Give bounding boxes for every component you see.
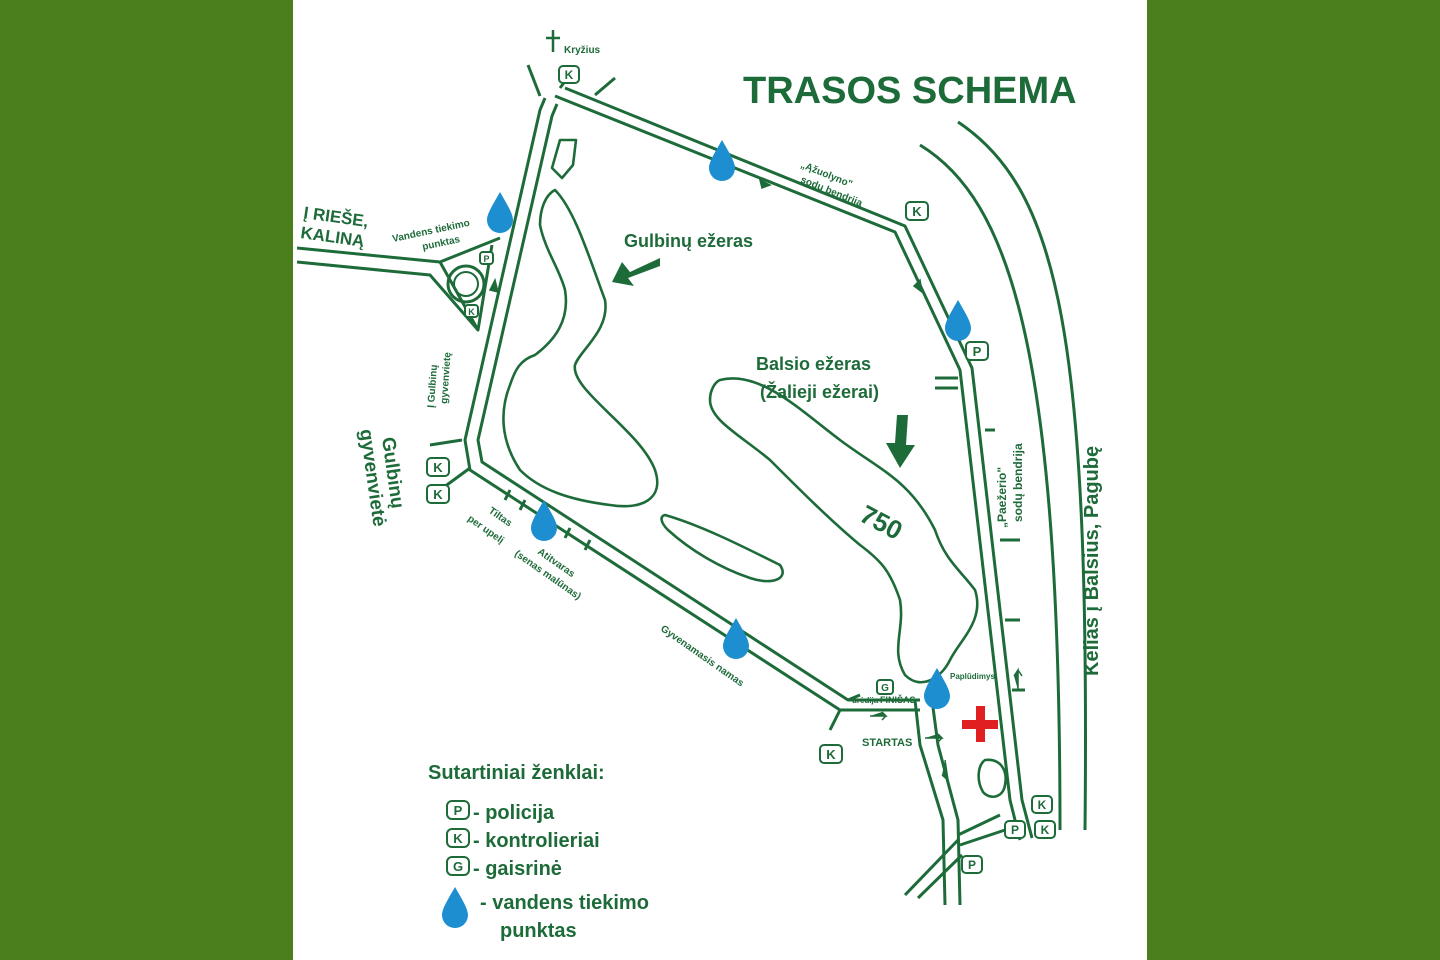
svg-text:K: K <box>468 307 475 317</box>
map-title: TRASOS SCHEMA <box>743 70 1077 112</box>
badge-fire: G <box>876 679 894 695</box>
badges: K P K K P K K G K K P K P <box>426 65 1056 874</box>
first-aid-icon <box>962 706 998 742</box>
legend-water-text-2: punktas <box>500 920 577 942</box>
label-paezerio-1: „Paežerio" <box>995 467 1009 528</box>
legend-police-symbol: P <box>446 800 470 820</box>
legend-fire-text: - gaisrinė <box>473 858 562 880</box>
lake-gulbinu-main <box>502 188 659 508</box>
svg-text:K: K <box>1038 798 1047 812</box>
lake-gulbinu-outline <box>550 138 578 180</box>
svg-text:K: K <box>433 487 443 502</box>
badge-control: K <box>426 484 450 504</box>
roads <box>296 64 1088 906</box>
label-lake-balsio-1: Balsio ežeras <box>756 354 871 374</box>
badge-control: K <box>905 201 929 221</box>
svg-text:K: K <box>1041 823 1050 837</box>
svg-text:P: P <box>968 858 976 872</box>
legend: Sutartiniai ženklai: P - policija K - ko… <box>428 762 649 942</box>
pond <box>977 758 1007 799</box>
label-uredija: urėdija <box>852 696 879 705</box>
svg-text:P: P <box>973 344 982 359</box>
route-arrows <box>488 178 1023 782</box>
svg-text:G: G <box>453 859 463 874</box>
svg-text:K: K <box>826 747 836 762</box>
label-distance: 750 <box>855 499 907 546</box>
legend-title: Sutartiniai ženklai: <box>428 762 605 784</box>
label-lake-balsio-2: (Žalieji ežerai) <box>760 381 879 402</box>
badge-control: K <box>819 744 843 764</box>
cross-icon <box>546 30 560 52</box>
label-lake-gulbinu: Gulbinų ežeras <box>624 231 753 251</box>
arrow-icon <box>612 258 915 468</box>
svg-text:P: P <box>454 803 463 818</box>
svg-text:P: P <box>1011 823 1019 837</box>
svg-text:K: K <box>565 68 574 82</box>
lakes <box>502 138 1007 799</box>
badge-police: P <box>1004 820 1026 839</box>
legend-control-symbol: K <box>446 828 470 848</box>
badge-control: K <box>464 304 479 318</box>
legend-control-text: - kontrolieriai <box>473 830 600 852</box>
legend-water-text-1: - vandens tiekimo <box>480 892 649 914</box>
svg-text:G: G <box>881 683 889 694</box>
badge-police: P <box>961 855 983 874</box>
svg-text:K: K <box>433 460 443 475</box>
label-paezerio-2: sodų bendrija <box>1011 443 1025 522</box>
label-finish: FINIŠAS <box>880 694 916 705</box>
label-cross: Kryžius <box>564 45 601 56</box>
badge-police: P <box>479 251 494 265</box>
label-road-east: Kelias į Balsius, Pagubę <box>1081 446 1103 676</box>
svg-text:K: K <box>912 204 922 219</box>
label-beach: Paplūdimys <box>950 672 995 681</box>
badge-control: K <box>1034 820 1056 839</box>
svg-text:K: K <box>453 831 463 846</box>
roundabout-inner <box>453 271 479 297</box>
roundabout-outer <box>446 264 486 304</box>
legend-police-text: - policija <box>473 802 555 824</box>
lake-balsio <box>708 377 979 684</box>
lake-small <box>660 513 784 583</box>
label-gulbinu-small-2: gyvenvietę <box>439 351 454 404</box>
legend-fire-symbol: G <box>446 856 470 876</box>
label-gulbinu-small-1: Į Gulbinų <box>426 364 440 408</box>
badge-control: K <box>426 457 450 477</box>
label-start: STARTAS <box>862 737 912 749</box>
badge-control: K <box>1031 795 1053 814</box>
badge-control: K <box>558 65 580 84</box>
badge-police: P <box>965 341 989 361</box>
svg-text:P: P <box>483 254 489 264</box>
